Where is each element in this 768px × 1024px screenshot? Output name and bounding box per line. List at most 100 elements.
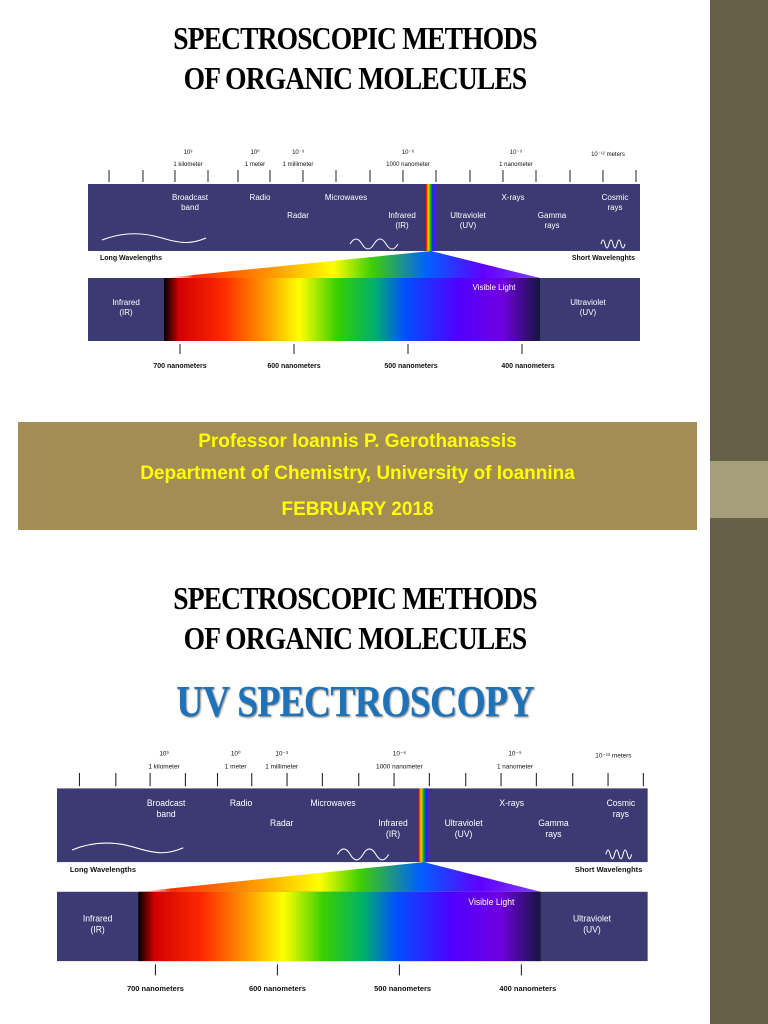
scale-exp-0: 10⁰ (250, 149, 260, 156)
scale-kilometer: 1 kilometer (148, 764, 180, 771)
spectrum-figure: 10³ 1 kilometer 10⁰ 1 meter 10⁻³ 1 milli… (88, 149, 640, 370)
scale-1-nm: 1 nanometer (499, 162, 533, 168)
band-gamma-1: Gamma (538, 211, 567, 220)
band-xrays: X-rays (499, 798, 524, 808)
scale-exp-m3: 10⁻³ (292, 150, 304, 156)
section-title-line-2: OF ORGANIC MOLECULES (183, 620, 527, 656)
visible-light-label: Visible Light (468, 897, 515, 907)
side-decoration-tab (710, 461, 768, 518)
nm-500-label: 500 nanometers (384, 363, 437, 370)
nm-labels: 700 nanometers 600 nanometers 500 nanome… (153, 363, 554, 370)
section-title-line-1: SPECTROSCOPIC METHODS (173, 580, 537, 616)
band-infrared-1: Infrared (378, 818, 408, 828)
dispersion-cone (138, 862, 541, 892)
uv-label-2: (UV) (580, 308, 597, 317)
scale-exp-m12: 10⁻¹² meters (591, 152, 625, 158)
scale-exp-m9: 10⁻⁹ (510, 149, 523, 156)
visible-strip (418, 788, 429, 863)
scale-ticks (108, 170, 637, 182)
scale-millimeter: 1 millimeter (283, 162, 314, 168)
band-cosmic-1: Cosmic (602, 193, 629, 202)
scale-1-nm: 1 nanometer (497, 764, 534, 771)
ir-label-1: Infrared (112, 298, 140, 307)
section-title: SPECTROSCOPIC METHODS OF ORGANIC MOLECUL… (50, 578, 661, 658)
scale-exp-3: 10³ (159, 750, 169, 757)
uv-label-1: Ultraviolet (573, 913, 612, 923)
uv-label-2: (UV) (583, 924, 601, 934)
scale-exp-m6: 10⁻⁶ (393, 750, 406, 757)
ir-label-2: (IR) (119, 308, 133, 317)
visible-band-labels: Infrared (IR) Visible Light Ultraviolet … (83, 897, 612, 935)
band-ultraviolet-1: Ultraviolet (445, 818, 484, 828)
band-radar: Radar (287, 211, 309, 220)
band-broadcast-1: Broadcast (172, 193, 209, 202)
medium-wave-icon (336, 848, 390, 861)
scale-ticks (78, 773, 644, 787)
band-labels: Broadcast band Radio Radar Microwaves In… (172, 193, 628, 230)
scale-labels: 10³ 1 kilometer 10⁰ 1 meter 10⁻³ 1 milli… (148, 749, 632, 770)
band-gamma-1: Gamma (538, 818, 569, 828)
nm-500-label: 500 nanometers (374, 984, 431, 993)
band-broadcast-1: Broadcast (147, 798, 186, 808)
band-infrared-1: Infrared (388, 211, 416, 220)
scale-meter: 1 meter (245, 162, 265, 168)
band-microwaves: Microwaves (325, 193, 367, 202)
scale-exp-m6: 10⁻⁶ (402, 149, 415, 156)
spectrum-band (57, 788, 648, 863)
scale-exp-m3: 10⁻³ (275, 750, 288, 757)
medium-wave-icon (349, 238, 399, 250)
scale-exp-3: 10³ (184, 150, 193, 156)
scale-meter: 1 meter (225, 764, 248, 771)
ir-label-1: Infrared (83, 913, 113, 923)
uv-label-1: Ultraviolet (570, 298, 606, 307)
scale-1000-nm: 1000 nanometer (376, 764, 424, 771)
ir-label-2: (IR) (91, 924, 105, 934)
wavelength-direction-labels: Long Wavelengths Short Wavelenghts (100, 255, 635, 262)
slide-title-line-2: OF ORGANIC MOLECULES (183, 60, 527, 96)
band-gamma-2: rays (545, 829, 562, 839)
short-wavelengths-label: Short Wavelenghts (575, 865, 642, 874)
nm-600-label: 600 nanometers (249, 984, 306, 993)
band-gamma-2: rays (544, 221, 559, 230)
visible-gradient (138, 891, 541, 962)
scale-1000-nm: 1000 nanometer (386, 162, 430, 168)
scale-millimeter: 1 millimeter (265, 764, 299, 771)
band-ultraviolet-2: (UV) (455, 829, 473, 839)
visible-light-label: Visible Light (473, 283, 517, 292)
long-wave-icon (101, 233, 207, 243)
electromagnetic-spectrum-diagram: 10³ 1 kilometer 10⁰ 1 meter 10⁻³ 1 milli… (88, 140, 668, 375)
author-name: Professor Ioannis P. Gerothanassis (198, 431, 517, 452)
scale-exp-m9: 10⁻⁹ (508, 750, 521, 757)
wavelength-direction-labels: Long Wavelengths Short Wavelenghts (70, 865, 642, 874)
band-ultraviolet-1: Ultraviolet (450, 211, 486, 220)
scale-exp-m12: 10⁻¹² meters (595, 753, 632, 760)
visible-strip (426, 184, 435, 251)
short-wave-icon (605, 849, 633, 860)
scale-labels: 10³ 1 kilometer 10⁰ 1 meter 10⁻³ 1 milli… (173, 149, 625, 168)
band-cosmic-2: rays (613, 809, 630, 819)
long-wavelengths-label: Long Wavelengths (70, 865, 136, 874)
author-department: Department of Chemistry, University of I… (140, 463, 575, 484)
scale-kilometer: 1 kilometer (173, 162, 202, 168)
nm-labels: 700 nanometers 600 nanometers 500 nanome… (127, 984, 556, 993)
long-wave-icon (71, 842, 184, 854)
nm-600-label: 600 nanometers (267, 363, 320, 370)
nm-ticks (154, 964, 522, 976)
nm-400-label: 400 nanometers (499, 984, 556, 993)
author-date: FEBRUARY 2018 (281, 499, 434, 520)
band-xrays: X-rays (501, 193, 524, 202)
long-wavelengths-label: Long Wavelengths (100, 255, 162, 262)
visible-band-labels: Infrared (IR) Visible Light Ultraviolet … (112, 283, 606, 317)
band-cosmic-2: rays (607, 203, 622, 212)
band-cosmic-1: Cosmic (607, 798, 636, 808)
visible-gradient (164, 278, 540, 341)
band-radio: Radio (250, 193, 271, 202)
band-broadcast-2: band (157, 809, 176, 819)
spectrum-figure-2: 10³ 1 kilometer 10⁰ 1 meter 10⁻³ 1 milli… (57, 749, 648, 993)
spectrum-band (88, 184, 640, 251)
band-ultraviolet-2: (UV) (460, 221, 477, 230)
band-radio: Radio (230, 798, 253, 808)
scale-exp-0: 10⁰ (231, 749, 241, 757)
uv-spectroscopy-title: UV SPECTROSCOPY (176, 677, 534, 726)
band-radar: Radar (270, 818, 293, 828)
